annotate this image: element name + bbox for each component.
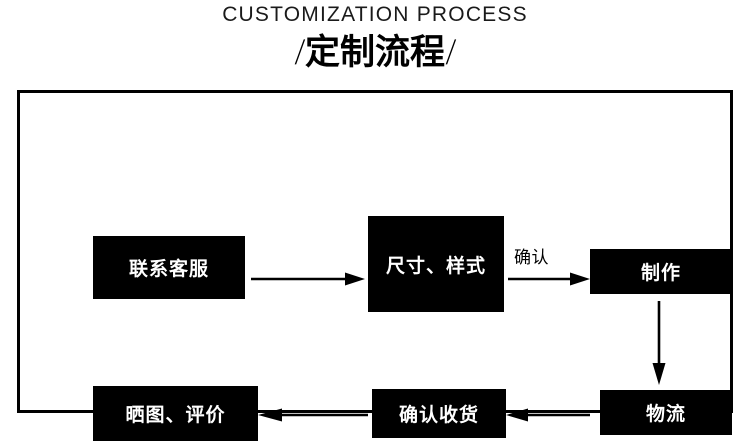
- diagram-frame: 联系客服 尺寸、样式 确认 制作 物流: [17, 90, 733, 441]
- page-title-english: CUSTOMIZATION PROCESS: [222, 3, 528, 26]
- connector-spec-to-make: [508, 269, 590, 289]
- connector-label-confirm: 确认: [514, 248, 549, 267]
- connector-logistics-to-receipt: [506, 405, 590, 425]
- process-node-contact[interactable]: 联系客服: [93, 236, 245, 299]
- page-title-chinese-text: 定制流程: [304, 33, 445, 72]
- slash-right-decoration: /: [444, 34, 458, 72]
- connector-make-to-logistics: [649, 301, 669, 385]
- connector-contact-to-spec: [251, 269, 365, 289]
- process-node-logistics[interactable]: 物流: [600, 390, 732, 435]
- process-node-production[interactable]: 制作: [590, 249, 732, 294]
- connector-receipt-to-review: [258, 405, 368, 425]
- process-node-share-review[interactable]: 晒图、评价: [93, 386, 258, 441]
- page-title-chinese: /定制流程/: [0, 31, 750, 75]
- process-node-size-style[interactable]: 尺寸、样式: [368, 216, 504, 312]
- customization-process-infographic: CUSTOMIZATION PROCESS /定制流程/ 联系客服 尺寸、样式 …: [0, 3, 750, 441]
- process-node-confirm-receipt[interactable]: 确认收货: [372, 389, 506, 438]
